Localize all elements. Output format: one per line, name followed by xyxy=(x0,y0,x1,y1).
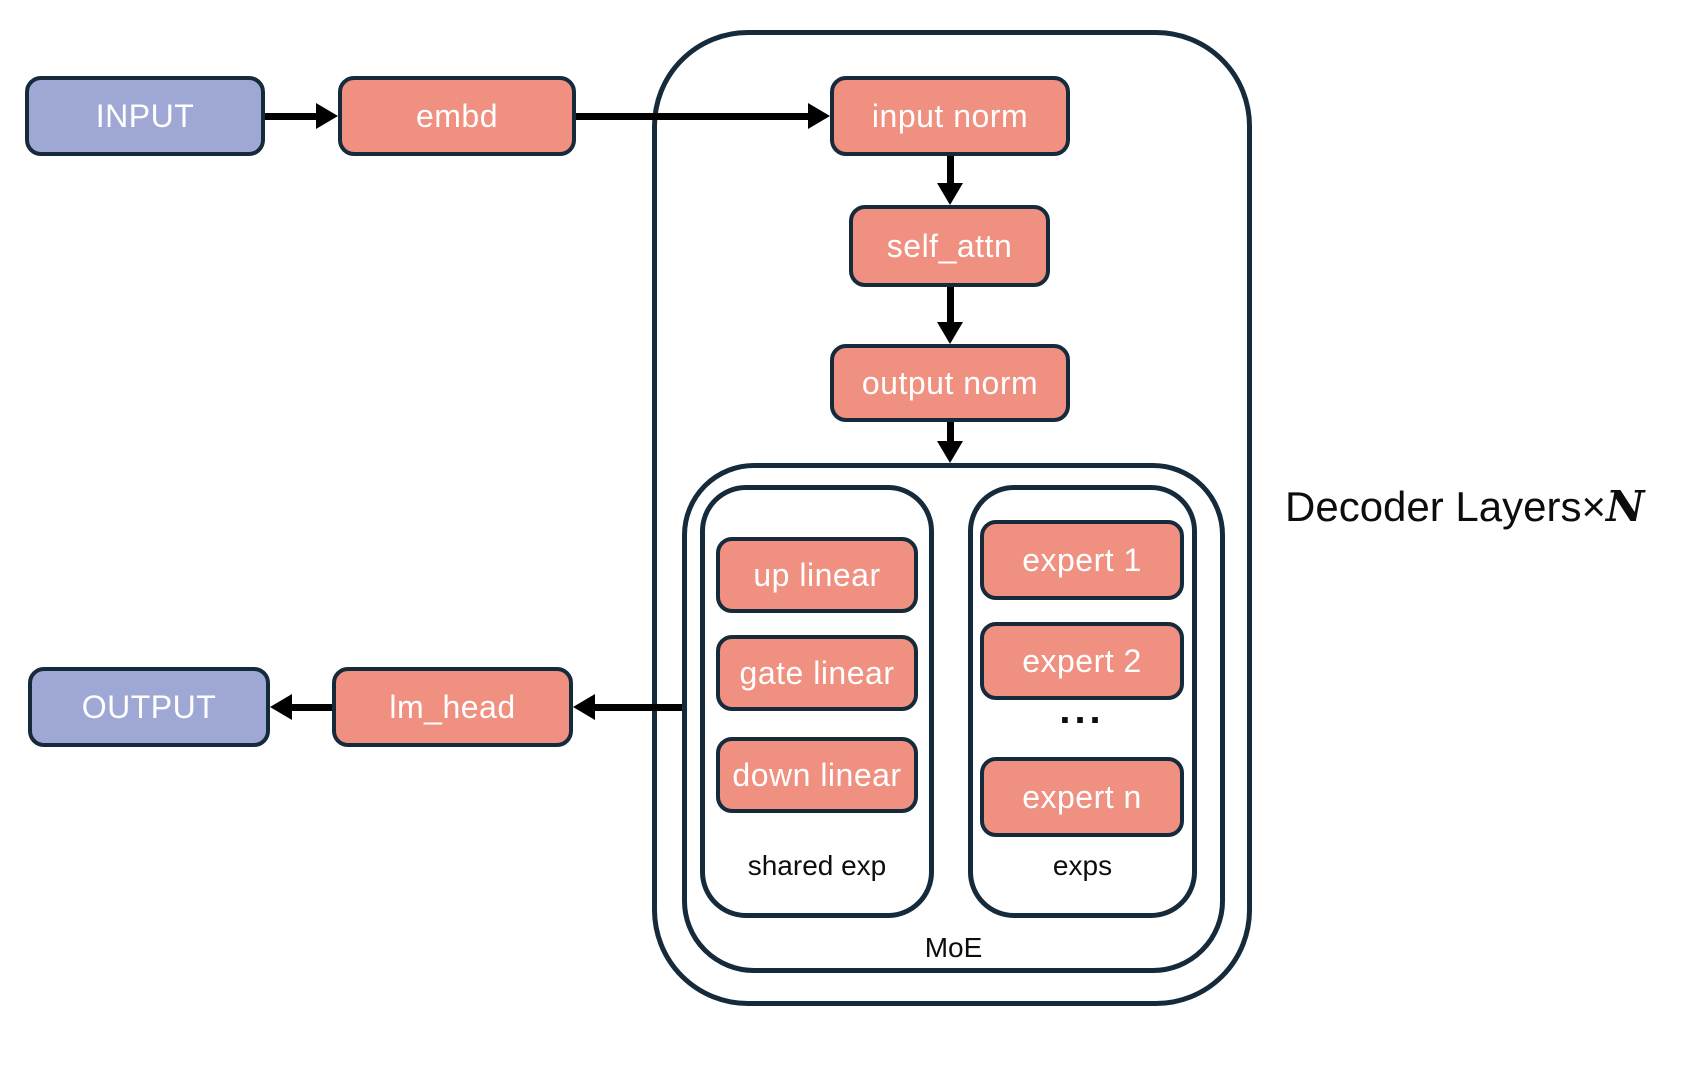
experts-ellipsis: ... xyxy=(1059,688,1105,732)
input-norm-node: input norm xyxy=(830,76,1070,156)
decoder-layers-container xyxy=(652,30,1252,1006)
shared-exp-label: shared exp xyxy=(747,850,887,881)
arrowhead-icon xyxy=(316,103,338,129)
expert-2-node: expert 2 xyxy=(980,622,1184,700)
arrowhead-icon xyxy=(270,694,292,720)
arrowhead-icon xyxy=(573,694,595,720)
arrowhead-icon xyxy=(808,103,830,129)
arrow-input-to-embd xyxy=(265,103,338,129)
exps-container xyxy=(968,485,1197,918)
arrowhead-icon xyxy=(937,441,963,463)
gate-linear-node: gate linear xyxy=(716,635,918,711)
decoder-layers-count: N xyxy=(1606,482,1645,531)
exps-label: exps xyxy=(1052,850,1113,881)
arrow-moe-to-lm-head xyxy=(573,694,682,720)
lm-head-node: lm_head xyxy=(332,667,573,747)
down-linear-node: down linear xyxy=(716,737,918,813)
decoder-layers-text: Decoder Layers× xyxy=(1285,483,1607,530)
expert-n-node: expert n xyxy=(980,757,1184,837)
arrow-self-attn-to-output-norm xyxy=(937,287,963,344)
arrow-lm-head-to-output xyxy=(270,694,332,720)
arrowhead-icon xyxy=(937,322,963,344)
output-norm-node: output norm xyxy=(830,344,1070,422)
up-linear-node: up linear xyxy=(716,537,918,613)
arrow-embd-to-input-norm xyxy=(576,103,830,129)
arrow-input-norm-to-self-attn xyxy=(937,156,963,205)
moe-container xyxy=(682,463,1225,973)
self-attn-node: self_attn xyxy=(849,205,1050,287)
decoder-layers-annotation: Decoder Layers×N xyxy=(1285,484,1644,530)
input-node: INPUT xyxy=(25,76,265,156)
output-node: OUTPUT xyxy=(28,667,270,747)
arrow-output-norm-to-moe xyxy=(937,422,963,463)
embd-node: embd xyxy=(338,76,576,156)
shared-exp-container xyxy=(700,485,934,918)
expert-1-node: expert 1 xyxy=(980,520,1184,600)
moe-label: MoE xyxy=(924,932,983,963)
arrowhead-icon xyxy=(937,183,963,205)
